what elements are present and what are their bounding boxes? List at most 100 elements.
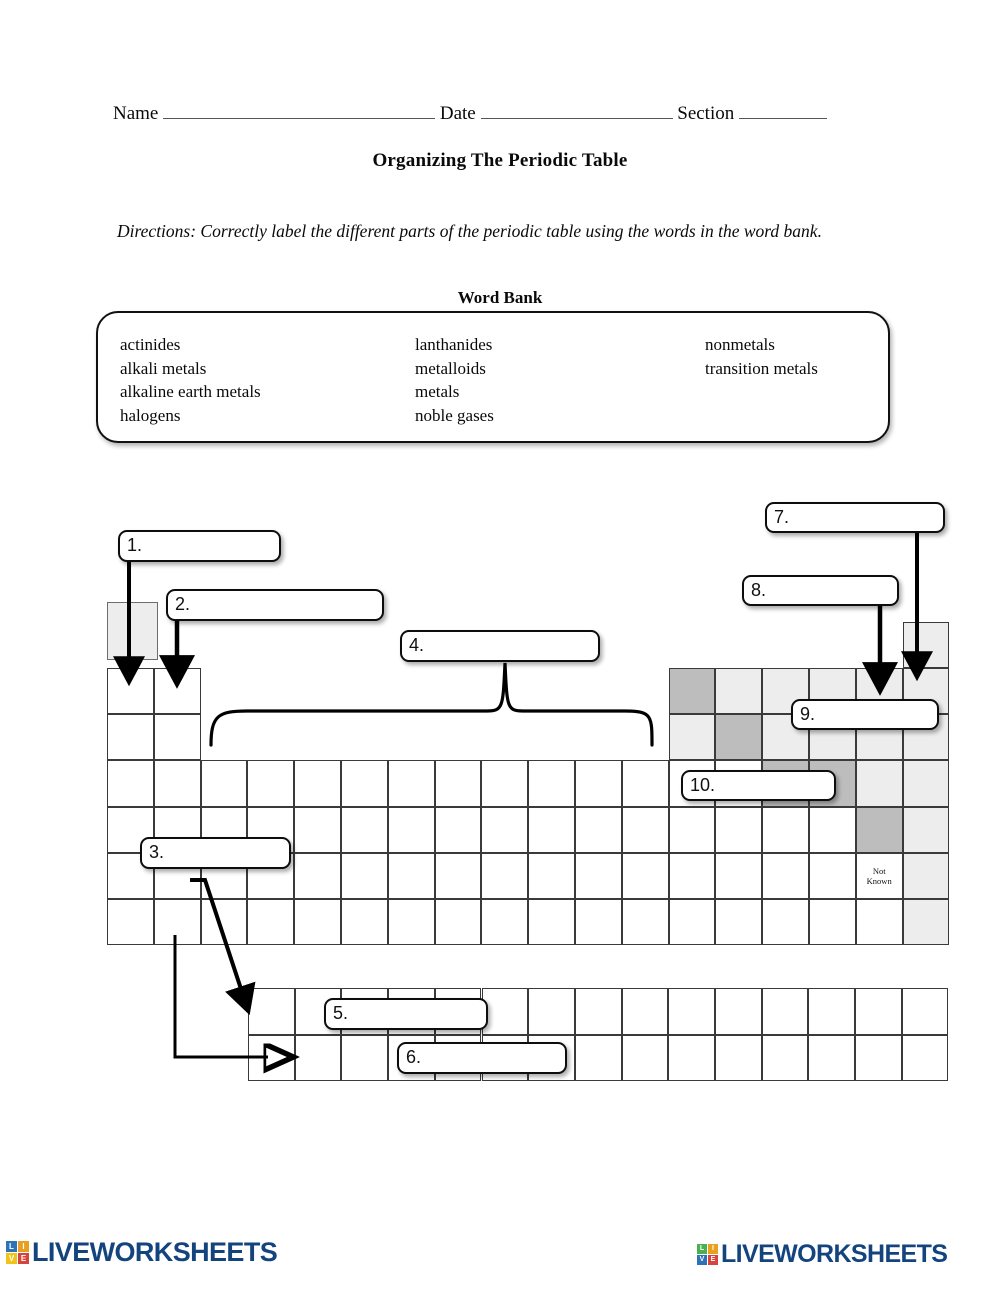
periodic-table-cell — [528, 760, 575, 807]
periodic-table-cell — [387, 806, 435, 853]
periodic-table-cell — [621, 899, 669, 946]
periodic-table-cell — [341, 806, 388, 853]
periodic-table-cell — [621, 852, 669, 899]
lanthanide-cell — [855, 988, 902, 1035]
actinide-cell — [715, 1034, 762, 1081]
periodic-table-cell — [247, 899, 295, 946]
periodic-table-cell — [294, 806, 341, 853]
actinide-cell — [574, 1034, 622, 1081]
name-blank[interactable] — [163, 104, 436, 119]
answer-box-1-label: 1. — [127, 535, 143, 555]
actinide-cell — [761, 1034, 809, 1081]
periodic-table-cell — [902, 806, 950, 853]
logo-tile-e: E — [18, 1253, 29, 1264]
logo-tile-l: L — [6, 1241, 17, 1252]
periodic-table-cell — [107, 714, 154, 761]
section-blank[interactable] — [739, 104, 827, 119]
periodic-table-cell — [481, 806, 529, 853]
answer-box-3-label: 3. — [149, 842, 165, 862]
periodic-table-cell — [575, 899, 622, 946]
lanthanide-cell — [668, 988, 715, 1035]
actinide-cell — [248, 1034, 295, 1081]
periodic-table-cell — [621, 760, 669, 807]
answer-box-10-label: 10. — [690, 774, 716, 795]
periodic-table-cell — [902, 899, 950, 946]
periodic-table-cell — [528, 806, 575, 853]
answer-box-9[interactable]: 9. — [791, 699, 939, 730]
periodic-table-cell — [902, 852, 950, 899]
logo-tile-v: V — [6, 1253, 17, 1264]
logo-tiles-icon: L I V E — [6, 1241, 29, 1264]
logo-tile-e: E — [708, 1255, 718, 1265]
liveworksheets-logo-left: L I V E LIVEWORKSHEETS — [6, 1237, 278, 1268]
answer-box-3[interactable]: 3. — [140, 837, 291, 869]
date-label: Date — [439, 103, 476, 124]
actinide-cell — [901, 1034, 949, 1081]
word-bank-item: alkaline earth metals — [120, 382, 261, 401]
word-bank-item: nonmetals — [705, 335, 775, 354]
word-bank-item: halogens — [120, 405, 181, 425]
answer-box-7[interactable]: 7. — [765, 502, 945, 533]
logo-tiles-icon: L I V E — [697, 1244, 718, 1265]
word-bank-item: metalloids — [415, 358, 486, 378]
periodic-table-cell — [575, 806, 622, 853]
answer-box-1[interactable]: 1. — [118, 530, 281, 562]
periodic-table-cell — [200, 760, 248, 807]
periodic-table-cell — [387, 760, 435, 807]
section-label: Section — [677, 103, 735, 124]
lanthanide-cell — [901, 988, 949, 1035]
periodic-table-cell — [762, 806, 809, 853]
answer-box-4-label: 4. — [409, 635, 425, 655]
periodic-table-cell — [668, 899, 716, 946]
lanthanide-cell — [715, 988, 762, 1035]
periodic-table-cell — [247, 760, 295, 807]
periodic-table-cell — [902, 760, 950, 807]
answer-box-10[interactable]: 10. — [681, 770, 836, 801]
answer-box-2[interactable]: 2. — [166, 589, 384, 621]
lanthanide-cell — [528, 988, 575, 1035]
actinide-cell — [341, 1034, 389, 1081]
periodic-table-cell — [294, 852, 341, 899]
lanthanide-cell — [808, 988, 856, 1035]
periodic-table-cell — [153, 714, 201, 761]
date-blank[interactable] — [480, 104, 673, 119]
periodic-table-cell — [387, 899, 435, 946]
periodic-table-cell — [481, 899, 529, 946]
periodic-table-cell — [341, 760, 388, 807]
periodic-table-cell — [153, 760, 201, 807]
answer-box-8[interactable]: 8. — [742, 575, 899, 606]
word-bank-item: lanthanides — [415, 335, 493, 354]
answer-box-7-label: 7. — [774, 506, 790, 527]
logo-tile-l: L — [697, 1244, 707, 1254]
periodic-table-cell — [153, 668, 201, 715]
logo-tile-i: I — [708, 1244, 718, 1254]
periodic-table-cell — [855, 899, 903, 946]
word-bank-item: metals — [415, 382, 460, 401]
lanthanide-cell — [248, 988, 295, 1035]
answer-box-4[interactable]: 4. — [400, 630, 600, 662]
lanthanide-cell — [621, 988, 669, 1035]
answer-box-6[interactable]: 6. — [397, 1042, 567, 1074]
answer-box-6-label: 6. — [406, 1047, 422, 1067]
periodic-table-cell — [341, 852, 388, 899]
periodic-table-cell — [715, 806, 763, 853]
actinide-cell — [294, 1034, 342, 1081]
actinide-cell — [808, 1034, 856, 1081]
word-bank-item: noble gases — [415, 405, 494, 425]
logo-tile-v: V — [697, 1255, 707, 1265]
actinide-cell — [621, 1034, 669, 1081]
directions-text: Directions: Correctly label the differen… — [117, 221, 822, 241]
periodic-table-cell — [153, 899, 201, 946]
periodic-table-cell — [855, 760, 903, 807]
periodic-table-cell — [200, 899, 248, 946]
periodic-table-cell — [668, 806, 716, 853]
periodic-table-cell — [434, 760, 482, 807]
actinide-cell — [855, 1034, 902, 1081]
answer-box-5[interactable]: 5. — [324, 998, 488, 1030]
periodic-table-cell — [481, 760, 529, 807]
lanthanide-cell — [481, 988, 529, 1035]
word-bank-column-2: lanthanides metalloids metals noble gase… — [415, 333, 705, 427]
hydrogen-cell — [107, 602, 158, 660]
